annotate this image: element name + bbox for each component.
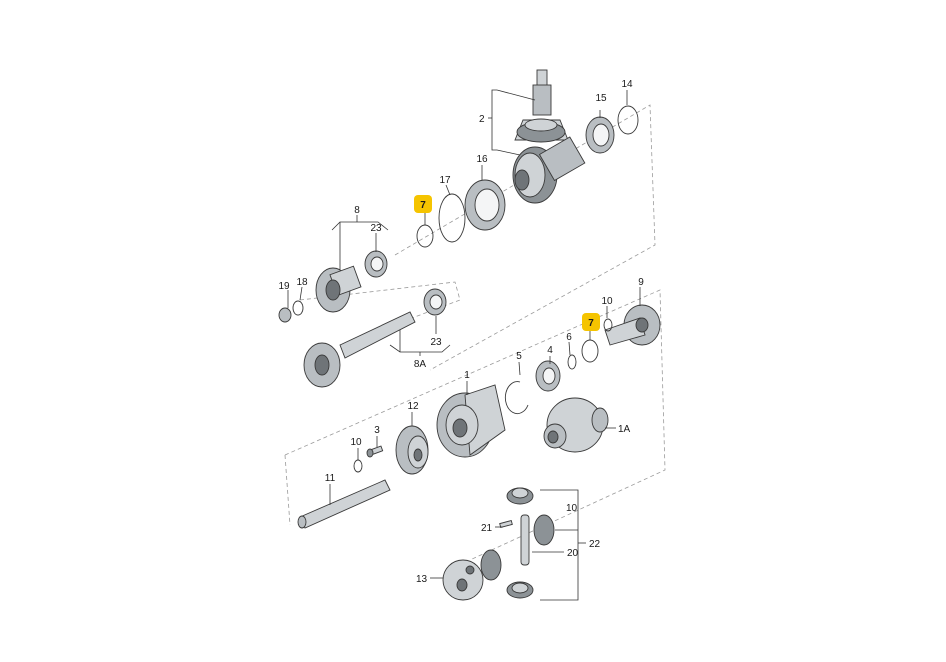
part-7-ring-lower	[581, 339, 599, 363]
label-part-10-gears: 10	[566, 503, 578, 514]
leader-lines	[287, 89, 641, 601]
part-1A-diff-case	[543, 397, 609, 453]
part-14-ring	[617, 105, 639, 135]
part-8-flange	[315, 265, 362, 313]
label-part-8: 8	[354, 205, 360, 216]
part-6-circlip	[567, 354, 577, 370]
highlight-badge-7-lower	[582, 313, 600, 331]
part-13-diff-case	[442, 559, 484, 601]
label-part-12: 12	[407, 401, 419, 412]
part-11-shaft	[297, 479, 391, 529]
part-8A-flange-shaft	[303, 311, 416, 388]
label-part-20: 20	[567, 548, 579, 559]
part-9-output-flange	[604, 304, 661, 346]
label-part-8A: 8A	[414, 359, 427, 370]
label-part-13: 13	[416, 574, 428, 585]
label-part-9: 9	[638, 277, 644, 288]
label-part-17: 17	[439, 175, 451, 186]
label-part-2: 2	[479, 114, 485, 125]
label-part-14: 14	[621, 79, 633, 90]
label-part-7-lower: 7	[588, 318, 594, 329]
label-part-15: 15	[595, 93, 607, 104]
part-19-cap	[278, 307, 292, 323]
part-3-bolt	[366, 445, 384, 458]
part-12-flange	[395, 425, 429, 475]
part-16-bearing	[464, 179, 506, 231]
part-10-circlip-left	[353, 459, 363, 473]
label-part-6: 6	[566, 332, 572, 343]
part-21-pin	[499, 519, 513, 529]
part-1-differential-housing	[436, 384, 506, 458]
part-17-shim-ring	[438, 193, 466, 243]
label-part-4: 4	[547, 345, 553, 356]
highlight-badges	[414, 195, 600, 331]
part-22-gear-set	[480, 487, 555, 599]
label-part-16: 16	[476, 154, 488, 165]
label-part-18: 18	[296, 277, 308, 288]
part-2-pinion-shaft	[514, 69, 569, 143]
label-part-19: 19	[278, 281, 290, 292]
part-15-bearing	[585, 116, 615, 154]
part-10-circlip-right	[603, 318, 613, 332]
part-20-pin	[520, 514, 530, 566]
label-part-11: 11	[325, 473, 336, 484]
label-part-21: 21	[481, 523, 493, 534]
label-part-3: 3	[374, 425, 380, 436]
part-ring-gear-assembly	[512, 136, 586, 204]
label-part-7-upper: 7	[420, 200, 426, 211]
label-part-23-upper: 23	[370, 223, 382, 234]
part-labels: 1 1A 2 3 4 5 6 7 7 8 8A 9 10 10 10 11 12…	[278, 79, 644, 585]
label-part-10-left: 10	[350, 437, 362, 448]
label-part-10-right: 10	[601, 296, 613, 307]
label-part-23-lower: 23	[430, 337, 442, 348]
part-7-ring-upper	[416, 224, 434, 248]
label-part-1A: 1A	[618, 424, 631, 435]
part-5-snap-ring	[504, 381, 529, 415]
part-4-bearing	[535, 360, 561, 392]
highlight-badge-7-upper	[414, 195, 432, 213]
part-23-bearing-upper	[364, 250, 388, 278]
label-part-1: 1	[464, 370, 470, 381]
part-18-circlip	[292, 300, 304, 316]
part-23-bearing-lower	[423, 288, 447, 316]
label-part-22: 22	[589, 539, 601, 550]
label-part-5: 5	[516, 351, 522, 362]
